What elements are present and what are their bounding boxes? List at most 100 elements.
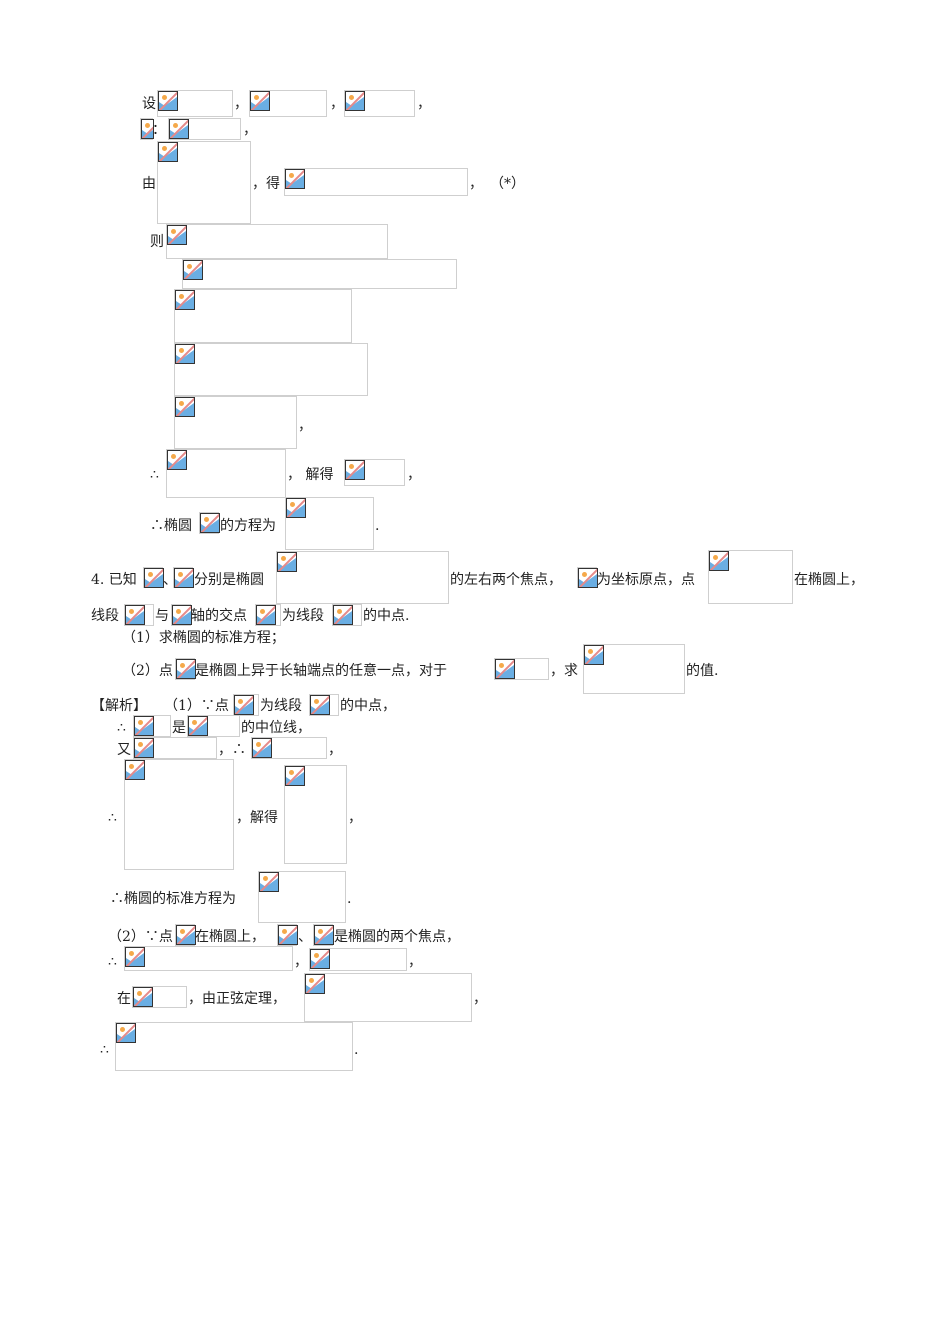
formula-image	[199, 512, 220, 534]
broken-image-icon	[584, 645, 604, 665]
formula-image	[133, 715, 171, 737]
text: ，得	[252, 176, 280, 192]
broken-image-icon	[134, 716, 154, 736]
broken-image-icon	[116, 1023, 136, 1043]
broken-image-icon	[495, 659, 515, 679]
problem-number: 4. 已知	[91, 572, 137, 588]
broken-image-icon	[200, 513, 220, 533]
broken-image-icon	[175, 344, 195, 364]
text: 为线段	[282, 608, 324, 624]
formula-image	[166, 449, 286, 498]
formula-image-small	[140, 118, 154, 140]
broken-image-icon	[176, 659, 196, 679]
formula-image	[124, 604, 154, 626]
text: 在椭圆上，	[794, 572, 864, 588]
broken-image-icon	[277, 552, 297, 572]
formula-image	[285, 497, 374, 550]
text: 的中点.	[363, 608, 410, 624]
text: ，	[330, 96, 344, 112]
text: ，	[417, 96, 431, 112]
formula-image	[249, 90, 327, 117]
formula-image	[233, 694, 259, 716]
broken-image-icon	[314, 925, 334, 945]
formula-image	[171, 604, 192, 626]
text: ，由正弦定理，	[188, 991, 286, 1007]
text: 由	[142, 176, 156, 192]
text: 在椭圆上，	[195, 929, 265, 945]
analysis-label: 【解析】	[91, 698, 147, 714]
text: .	[347, 891, 352, 907]
text: 的左右两个焦点，	[450, 572, 562, 588]
formula-image	[124, 946, 293, 971]
formula-image	[174, 289, 352, 343]
formula-image	[174, 343, 368, 396]
text: ∴	[108, 954, 117, 970]
text: ∴椭圆	[150, 518, 192, 534]
question-part-1: （1）求椭圆的标准方程；	[122, 630, 285, 646]
broken-image-icon	[310, 949, 330, 969]
text: 的中点，	[340, 698, 396, 714]
formula-image	[168, 118, 241, 140]
formula-image	[277, 924, 298, 946]
broken-image-icon	[286, 498, 306, 518]
text: ∴	[108, 810, 117, 826]
broken-image-icon	[250, 91, 270, 111]
broken-image-icon	[256, 605, 276, 625]
text: 的方程为	[220, 518, 276, 534]
text: 是椭圆上异于长轴端点的任意一点，对于	[195, 663, 447, 679]
formula-image	[251, 737, 327, 759]
formula-image	[344, 459, 405, 486]
text: 为坐标原点，点	[597, 572, 695, 588]
text: ，	[473, 991, 487, 1007]
text: ，	[348, 810, 362, 826]
text: ，	[234, 96, 248, 112]
text: ，	[298, 418, 312, 434]
text: （2）点	[122, 663, 173, 679]
text: 设	[142, 96, 156, 112]
formula-image	[175, 924, 196, 946]
broken-image-icon	[141, 119, 154, 139]
text: ，	[328, 742, 342, 758]
broken-image-icon	[259, 872, 279, 892]
text: 在	[117, 991, 131, 1007]
formula-image	[255, 604, 281, 626]
text: 、	[298, 929, 312, 945]
text: .	[354, 1042, 359, 1058]
formula-image	[583, 644, 685, 694]
broken-image-icon	[310, 695, 330, 715]
formula-image	[132, 986, 187, 1008]
text: ，	[407, 467, 421, 483]
text: （1）∵点	[164, 698, 229, 714]
formula-image	[258, 871, 346, 923]
broken-image-icon	[188, 716, 208, 736]
broken-image-icon	[345, 460, 365, 480]
text: （2）∵点	[108, 929, 173, 945]
broken-image-icon	[167, 225, 187, 245]
text: 轴的交点	[191, 608, 247, 624]
broken-image-icon	[158, 142, 178, 162]
broken-image-icon	[125, 760, 145, 780]
broken-image-icon	[167, 450, 187, 470]
text: 与	[155, 608, 169, 624]
text: ∴	[150, 467, 159, 483]
formula-image	[187, 715, 240, 737]
text: ∴	[100, 1042, 109, 1058]
broken-image-icon	[125, 605, 145, 625]
equation-tag: （*）	[490, 176, 525, 192]
formula-image	[309, 948, 407, 971]
text: ， 解得	[287, 467, 334, 483]
broken-image-icon	[305, 974, 325, 994]
text: 是椭圆的两个焦点，	[334, 929, 460, 945]
broken-image-icon	[133, 987, 153, 1007]
formula-image	[276, 551, 449, 604]
formula-image	[133, 737, 217, 759]
broken-image-icon	[169, 119, 189, 139]
formula-image	[115, 1022, 353, 1071]
formula-image	[174, 396, 297, 449]
broken-image-icon	[345, 91, 365, 111]
broken-image-icon	[175, 397, 195, 417]
broken-image-icon	[234, 695, 254, 715]
broken-image-icon	[175, 290, 195, 310]
formula-image	[166, 224, 388, 259]
text: 则	[150, 234, 164, 250]
